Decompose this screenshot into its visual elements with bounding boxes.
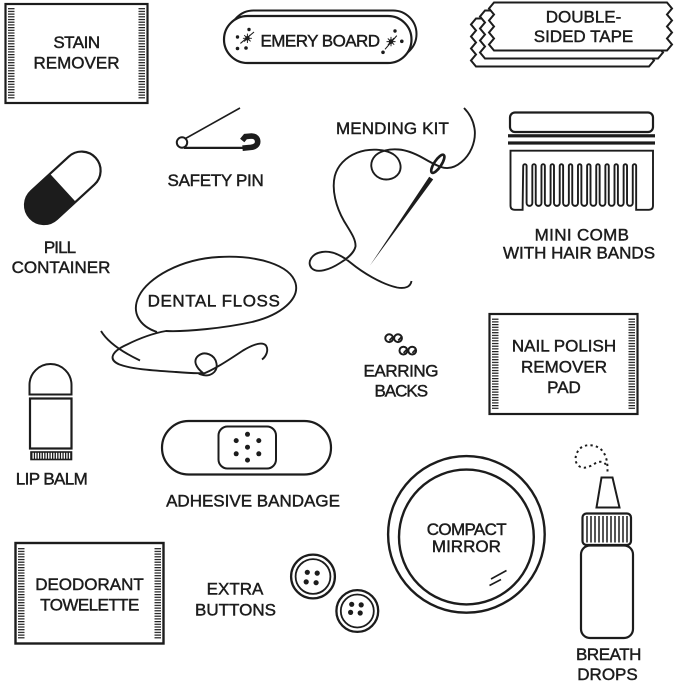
svg-text:REMOVER: REMOVER — [521, 358, 607, 377]
svg-text:MINI COMB: MINI COMB — [535, 226, 630, 245]
svg-text:BREATH: BREATH — [576, 645, 641, 664]
svg-text:DOUBLE-: DOUBLE- — [546, 8, 622, 27]
svg-text:DENTAL FLOSS: DENTAL FLOSS — [148, 292, 281, 311]
svg-text:EMERY BOARD: EMERY BOARD — [261, 31, 380, 50]
svg-text:SAFETY PIN: SAFETY PIN — [168, 171, 264, 190]
svg-text:COMPACT: COMPACT — [427, 520, 506, 539]
svg-text:NAIL POLISH: NAIL POLISH — [512, 336, 616, 355]
svg-text:DEODORANT: DEODORANT — [35, 575, 144, 594]
svg-text:PILL: PILL — [44, 238, 76, 257]
svg-text:DROPS: DROPS — [577, 665, 637, 683]
svg-text:WITH HAIR BANDS: WITH HAIR BANDS — [503, 244, 655, 263]
svg-text:EARRING: EARRING — [363, 362, 438, 381]
svg-text:BACKS: BACKS — [374, 382, 427, 401]
svg-text:SIDED TAPE: SIDED TAPE — [534, 27, 634, 46]
svg-text:CONTAINER: CONTAINER — [12, 258, 111, 277]
svg-text:ADHESIVE BANDAGE: ADHESIVE BANDAGE — [166, 492, 340, 511]
svg-text:MIRROR: MIRROR — [432, 537, 501, 556]
svg-text:STAIN: STAIN — [53, 33, 99, 52]
svg-text:BUTTONS: BUTTONS — [195, 601, 276, 620]
svg-text:PAD: PAD — [547, 378, 581, 397]
svg-text:EXTRA: EXTRA — [207, 579, 264, 598]
svg-text:MENDING KIT: MENDING KIT — [336, 119, 449, 138]
svg-text:TOWELETTE: TOWELETTE — [40, 595, 139, 614]
svg-text:LIP BALM: LIP BALM — [16, 470, 87, 489]
svg-text:REMOVER: REMOVER — [34, 54, 120, 73]
